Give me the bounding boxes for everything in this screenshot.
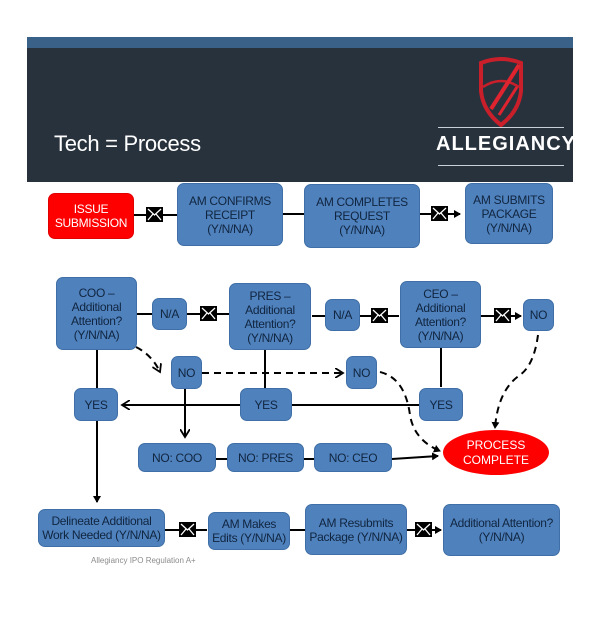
yes-pres-node: YES xyxy=(240,388,292,421)
node-text: PRES – xyxy=(249,288,291,303)
node-text: (Y/N/NA) xyxy=(478,530,525,544)
envelope-icon xyxy=(431,206,448,221)
page-title: Tech = Process xyxy=(54,131,201,156)
node-text: SUBMISSION xyxy=(54,216,128,230)
node-text: Attention? xyxy=(70,313,123,328)
node-text: AM CONFIRMS xyxy=(188,193,272,208)
node-text: AM SUBMITS xyxy=(473,192,545,207)
node-text: Attention? xyxy=(244,316,296,331)
na-pres-node: N/A xyxy=(325,299,360,331)
connector xyxy=(391,452,439,461)
node-text: NO xyxy=(352,365,371,380)
brand-name: ALLEGIANCY xyxy=(436,133,576,155)
header-accent-strip xyxy=(27,37,573,48)
additional-attention-node: Additional Attention?(Y/N/NA) xyxy=(443,504,560,556)
envelope-icon xyxy=(371,308,388,323)
node-text: Additional Attention? xyxy=(449,516,554,530)
envelope-icon xyxy=(494,308,511,323)
node-text: NO xyxy=(529,308,548,322)
node-text: COMPLETE xyxy=(462,452,529,467)
envelope-icon xyxy=(200,306,217,321)
envelope-icon xyxy=(415,522,432,537)
no-coo-decision-node: NO xyxy=(171,356,202,389)
footnote: Allegiancy IPO Regulation A+ xyxy=(91,556,196,565)
brand-rule-bottom xyxy=(438,165,564,166)
node-text: NO xyxy=(177,365,196,380)
no-ceo-result-node: NO: CEO xyxy=(314,443,392,472)
node-text: Additional xyxy=(415,300,466,315)
allegiancy-logo: ALLEGIANCY xyxy=(436,57,576,177)
no-pres-node: NO: PRES xyxy=(227,443,304,472)
node-text: PROCESS xyxy=(466,437,526,452)
node-text: (Y/N/NA) xyxy=(486,220,532,235)
node-text: Edits (Y/N/NA) xyxy=(212,531,286,545)
node-text: RECEIPT xyxy=(205,207,255,222)
node-text: YES xyxy=(84,397,108,412)
node-text: Attention? xyxy=(414,314,467,329)
node-text: YES xyxy=(429,397,453,412)
dashed-connector xyxy=(135,346,160,372)
shield-logo-icon xyxy=(479,57,523,127)
no-pres-decision-node: NO xyxy=(346,356,377,389)
yes-coo-node: YES xyxy=(74,388,118,421)
node-text: Package (Y/N/NA) xyxy=(309,529,403,544)
dashed-connector xyxy=(379,371,441,453)
node-text: REQUEST xyxy=(334,209,390,223)
node-text: Additional xyxy=(245,302,295,317)
node-text: (Y/N/NA) xyxy=(207,221,253,236)
na-coo-node: N/A xyxy=(152,298,187,330)
node-text: N/A xyxy=(159,307,180,321)
node-text: N/A xyxy=(332,308,353,322)
no-ceo-node: NO xyxy=(523,299,554,331)
node-text: (Y/N/NA) xyxy=(73,327,120,342)
node-text: CEO – xyxy=(423,286,458,301)
no-coo-node: NO: COO xyxy=(138,443,216,472)
node-text: PACKAGE xyxy=(481,206,537,221)
node-text: NO: COO xyxy=(152,450,202,465)
node-text: YES xyxy=(254,397,278,412)
dashed-connector xyxy=(491,334,539,429)
node-text: NO: CEO xyxy=(328,450,378,465)
node-text: (Y/N/NA) xyxy=(417,328,464,343)
node-text: (Y/N/NA) xyxy=(339,223,385,237)
node-text: AM COMPLETES xyxy=(316,195,408,209)
node-text: (Y/N/NA) xyxy=(247,330,293,345)
brand-rule-top xyxy=(438,127,564,128)
envelope-icon xyxy=(179,522,196,537)
node-text: NO: PRES xyxy=(238,450,293,465)
node-text: Work Needed (Y/N/NA) xyxy=(42,528,161,542)
node-text: COO – xyxy=(78,285,115,300)
slide-header: Tech = Process ALLEGIANCY xyxy=(27,37,576,182)
yes-ceo-node: YES xyxy=(419,388,463,421)
node-text: AM Makes xyxy=(221,517,277,531)
node-text: AM Resubmits xyxy=(318,515,394,530)
envelope-icon xyxy=(146,207,163,222)
node-text: ISSUE xyxy=(73,202,109,216)
node-text: Delineate Additional xyxy=(51,514,152,528)
node-text: Additional xyxy=(71,299,122,314)
